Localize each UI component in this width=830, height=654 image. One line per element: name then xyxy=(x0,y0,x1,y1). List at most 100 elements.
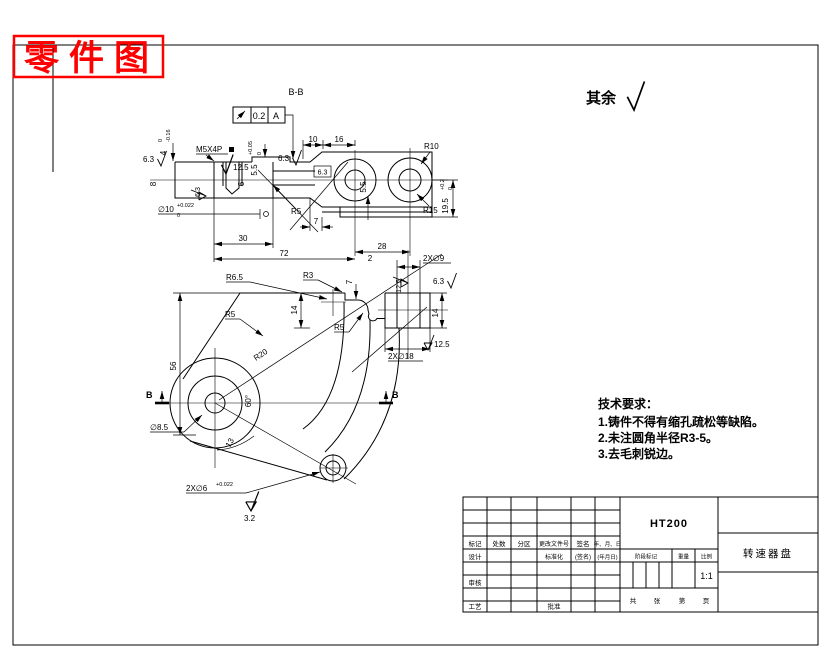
part-drawing-stamp: 零件图 xyxy=(12,34,165,79)
finish-check-icon xyxy=(447,272,457,289)
section-mark-b-left: B xyxy=(146,390,153,400)
dim-72: 72 xyxy=(280,249,289,258)
material-label: HT200 xyxy=(650,518,688,530)
cell-standardization: 标准化 xyxy=(545,553,563,561)
dim-5_5-pad-sub: 0 xyxy=(257,152,263,155)
cell-approve: 批准 xyxy=(548,602,562,611)
footer-zhang: 张 xyxy=(654,596,661,605)
dim-R10: R10 xyxy=(424,142,439,151)
dim-5_5-pad: 5.5 xyxy=(250,164,259,176)
dim-56: 56 xyxy=(169,361,178,370)
dim-2x6: 2X∅6 xyxy=(186,484,208,493)
front-view-outline xyxy=(169,292,431,482)
dim-4: 4 xyxy=(159,150,168,155)
dim-14-mid: 14 xyxy=(290,305,299,314)
header-signature: 签名 xyxy=(577,539,590,548)
footer-gong: 共 xyxy=(630,596,637,605)
material-scale-block: HT200 阶段标记 重量 比例 1:1 共 张 第 页 xyxy=(620,518,718,605)
dim-4-sup: 0 xyxy=(158,139,164,142)
dim-bore: ∅10 xyxy=(158,205,174,214)
dim-bore-sup: +0.022 xyxy=(177,203,194,209)
dim-thread: M5X4P xyxy=(196,145,222,154)
dim-6: 6 xyxy=(237,181,246,186)
finish-triangle-icon xyxy=(423,334,435,351)
thread-depth-icon xyxy=(229,147,234,152)
finish-6_3-pad: 6.3 xyxy=(278,154,290,163)
scale-value: 1:1 xyxy=(700,571,713,581)
finish-triangle-icon xyxy=(245,490,260,512)
dim-R3: R3 xyxy=(303,271,314,280)
revision-table: 标记 处数 分区 更改文件号 签名 年、月、日 设计 标准化 (签名) (年月日… xyxy=(463,497,621,612)
dim-5_5-pad-sup: +0.05 xyxy=(248,141,254,155)
dim-19_5-sup: +0.2 xyxy=(440,179,446,190)
header-zone: 分区 xyxy=(518,539,532,548)
stamp-box xyxy=(12,34,165,79)
stamp-text: 零件图 xyxy=(24,39,159,78)
tech-req-item: 3.去毛刺锐边。 xyxy=(598,446,680,461)
tech-req-item: 2.未注圆角半径R3-5。 xyxy=(598,430,718,445)
top-view: 10 16 R10 R15 19.5 +0.2 0 5.5 30 72 xyxy=(143,129,458,262)
cell-sign-placeholder: (签名) xyxy=(575,553,591,561)
dim-2x6-sup: +0.022 xyxy=(216,482,233,488)
section-mark-b-right: B xyxy=(392,390,399,400)
dim-R5-a: R5 xyxy=(225,310,236,319)
tech-req-title: 技术要求： xyxy=(598,396,658,411)
finish-12_5-hole: 12.5 xyxy=(396,279,403,293)
title-block: 标记 处数 分区 更改文件号 签名 年、月、日 设计 标准化 (签名) (年月日… xyxy=(462,496,819,613)
top-view-centerlines xyxy=(150,148,448,256)
dim-R15: R15 xyxy=(423,206,438,215)
finish-12_5-bottom: 12.5 xyxy=(434,340,450,349)
footer-ye: 页 xyxy=(703,597,710,605)
dim-7-notch: 7 xyxy=(345,279,354,284)
front-view: 56 B B R6.5 R3 R5 R5 xyxy=(146,250,457,523)
dim-2x18: 2X∅18 xyxy=(388,352,414,361)
dim-8: 8 xyxy=(149,181,158,186)
dim-R6_5: R6.5 xyxy=(226,273,243,282)
part-name: 转速器盘 xyxy=(743,547,793,560)
header-mark: 标记 xyxy=(469,539,483,548)
cell-check: 审核 xyxy=(469,578,483,587)
dim-2: 2 xyxy=(368,254,373,263)
top-view-outline xyxy=(174,151,433,218)
finish-6_3-left: 6.3 xyxy=(143,155,155,164)
finish-6_3-right: 6.3 xyxy=(433,277,445,286)
tolerance-datum: A xyxy=(273,111,279,121)
cell-design: 设计 xyxy=(469,552,483,561)
cell-date-placeholder: (年月日) xyxy=(597,553,617,561)
dim-16: 16 xyxy=(335,135,344,144)
dim-R5-b: R5 xyxy=(334,323,345,332)
tolerance-value: 0.2 xyxy=(253,111,266,121)
dim-4-sub: -0.16 xyxy=(166,129,172,142)
tech-req-item: 1.铸件不得有缩孔疏松等缺陷。 xyxy=(598,414,764,429)
finish-3_2: 3.2 xyxy=(244,514,256,523)
dim-7-top: 7 xyxy=(314,217,319,226)
dim-19_5: 19.5 xyxy=(441,198,450,214)
top-view-dimensions: 10 16 R10 R15 19.5 +0.2 0 5.5 30 72 xyxy=(143,129,458,262)
front-view-centerlines xyxy=(160,250,448,485)
finish-check-icon xyxy=(292,149,302,166)
dim-R20: R20 xyxy=(252,347,270,363)
dim-10: 10 xyxy=(309,135,318,144)
section-label: B-B xyxy=(288,87,303,97)
stage-mark-label: 阶段标记 xyxy=(635,553,658,561)
dim-8_5: ∅8.5 xyxy=(150,423,169,432)
part-name-block: 转速器盘 xyxy=(718,532,818,573)
cell-process: 工艺 xyxy=(469,603,483,611)
dim-R5-top: R5 xyxy=(291,207,302,216)
finish-6_3-hole: 6.3 xyxy=(195,187,202,197)
finish-12_5-thread: 12.5 xyxy=(233,163,249,172)
header-change-doc: 更改文件号 xyxy=(539,540,569,548)
scale-label: 比例 xyxy=(701,553,713,561)
runout-arrow-icon xyxy=(236,110,246,120)
dim-19_5-sub: 0 xyxy=(448,187,454,190)
weight-label: 重量 xyxy=(678,553,690,561)
dim-bore-sub: 0 xyxy=(177,213,180,219)
technical-requirements: 技术要求： 1.铸件不得有缩孔疏松等缺陷。 2.未注圆角半径R3-5。 3.去毛… xyxy=(598,396,764,461)
dim-30: 30 xyxy=(239,234,248,243)
rest-finish-note: 其余 xyxy=(586,80,646,111)
footer-di: 第 xyxy=(679,596,686,605)
surface-finish-icon xyxy=(626,80,646,111)
dim-5_5-web: 5.5 xyxy=(359,181,368,193)
